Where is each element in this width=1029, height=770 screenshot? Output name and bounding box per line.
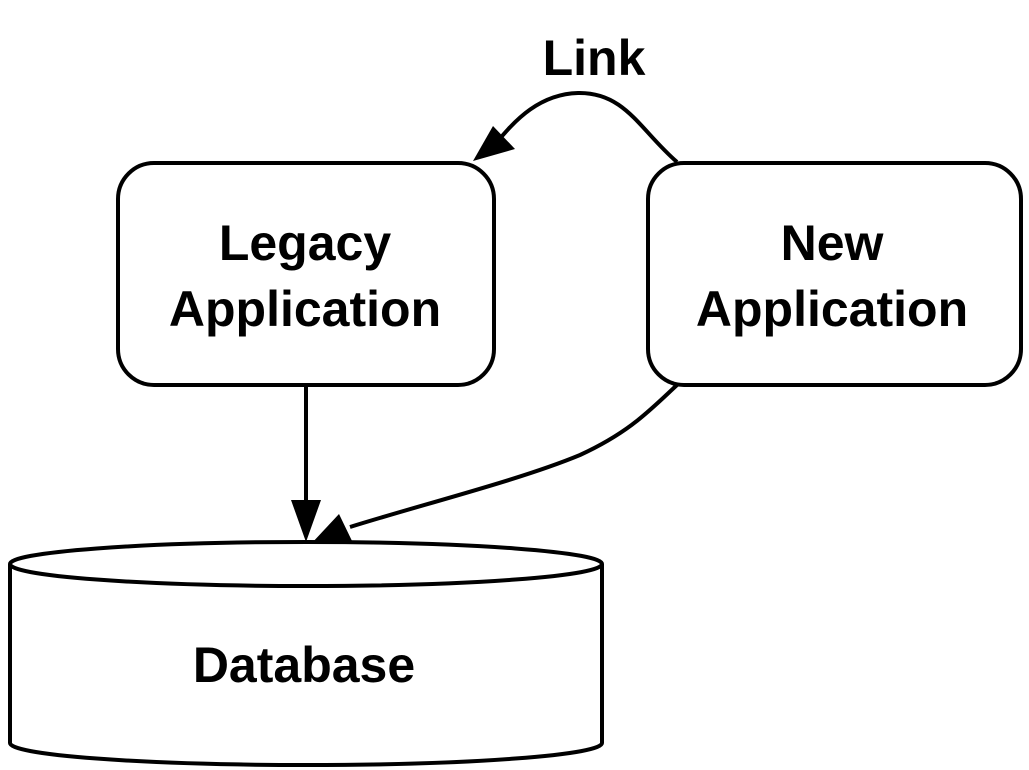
new-to-database-arrowhead [311,514,353,544]
legacy-application-box [116,161,496,387]
link-edge [496,90,679,164]
new-application-box [646,161,1023,387]
database-label: Database [193,637,415,693]
legacy-application-label-line1: Legacy [219,215,392,271]
database-cylinder-top [8,540,604,588]
database-cylinder-body [8,564,604,767]
new-application-node: New Application [646,161,1023,387]
link-arrowhead [473,126,515,161]
new-to-database-edge [349,383,679,529]
new-application-label-line2: Application [696,281,968,337]
database-node: Database [8,540,604,767]
legacy-to-database-arrowhead [291,500,321,542]
new-application-label-line1: New [781,215,884,271]
legacy-application-node: Legacy Application [116,161,496,387]
legacy-application-label-line2: Application [169,281,441,337]
link-label: Link [543,30,646,86]
